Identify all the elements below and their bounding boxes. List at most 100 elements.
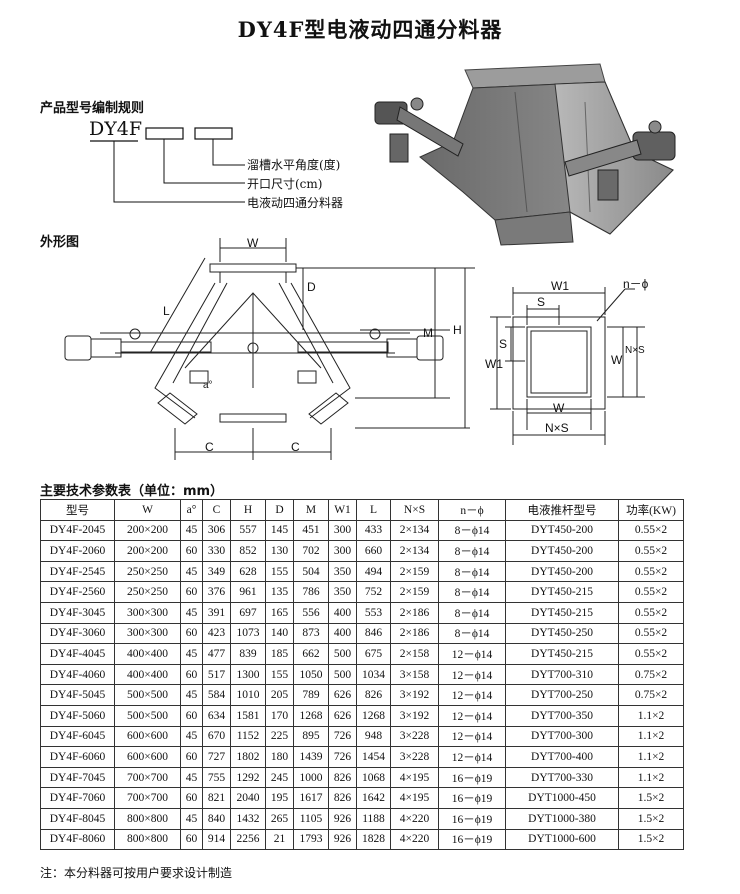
column-header: 功率(KW) xyxy=(618,499,684,521)
column-header: M xyxy=(293,499,329,521)
table-cell: 45 xyxy=(180,684,203,706)
table-cell: DY4F-7045 xyxy=(40,766,115,789)
table-cell: 185 xyxy=(265,643,294,665)
table-cell: 205 xyxy=(265,684,294,706)
table-cell: 16－ϕ19 xyxy=(438,807,506,830)
table-cell: 914 xyxy=(202,828,231,851)
table-cell: 1.5×2 xyxy=(618,787,684,809)
table-cell: 500×500 xyxy=(114,684,181,706)
table-cell: 8－ϕ14 xyxy=(438,581,506,603)
table-cell: 300 xyxy=(328,540,357,562)
rule-label-size: 开口尺寸(cm) xyxy=(247,177,323,191)
table-cell: 433 xyxy=(356,519,391,542)
table-cell: DY4F-6060 xyxy=(40,746,115,768)
dim-angle: a° xyxy=(203,380,213,391)
table-cell: 135 xyxy=(265,581,294,603)
table-cell: 4×220 xyxy=(390,807,439,830)
table-cell: 0.55×2 xyxy=(618,540,684,562)
plan-w-right: W xyxy=(611,353,623,367)
table-cell: DYT1000-450 xyxy=(505,787,619,809)
dim-w: W xyxy=(247,236,259,250)
table-cell: DY4F-8060 xyxy=(40,828,115,851)
table-cell: 391 xyxy=(202,601,231,624)
table-cell: 0.55×2 xyxy=(618,643,684,665)
product-photo xyxy=(374,63,676,246)
table-cell: 225 xyxy=(265,725,294,748)
table-cell: 8－ϕ14 xyxy=(438,560,506,583)
table-cell: 12－ϕ14 xyxy=(438,746,506,768)
table-cell: 2040 xyxy=(230,787,266,809)
table-cell: 170 xyxy=(265,704,294,727)
table-cell: DYT1000-600 xyxy=(505,828,619,851)
table-cell: 700×700 xyxy=(114,766,181,789)
table-cell: 477 xyxy=(202,643,231,665)
table-cell: DYT700-400 xyxy=(505,746,619,768)
table-cell: 3×192 xyxy=(390,684,439,706)
table-cell: 2×134 xyxy=(390,540,439,562)
outline-plan-lines xyxy=(490,287,645,445)
table-cell: DY4F-7060 xyxy=(40,787,115,809)
table-cell: 1642 xyxy=(356,787,391,809)
table-cell: 180 xyxy=(265,746,294,768)
table-cell: 852 xyxy=(230,540,266,562)
table-cell: 306 xyxy=(202,519,231,542)
column-header: n－ϕ xyxy=(438,499,506,521)
table-cell: 350 xyxy=(328,560,357,583)
table-cell: 376 xyxy=(202,581,231,603)
table-cell: 2×158 xyxy=(390,643,439,665)
table-cell: 12－ϕ14 xyxy=(438,704,506,727)
table-cell: 726 xyxy=(328,725,357,748)
table-cell: 16－ϕ19 xyxy=(438,787,506,809)
table-cell: DY4F-2045 xyxy=(40,519,115,542)
rule-label-angle: 溜槽水平角度(度) xyxy=(247,158,341,172)
table-cell: 926 xyxy=(328,828,357,851)
table-cell: 3×228 xyxy=(390,746,439,768)
table-cell: 250×250 xyxy=(114,581,181,603)
table-cell: 4×220 xyxy=(390,828,439,851)
table-cell: 165 xyxy=(265,601,294,624)
table-cell: 494 xyxy=(356,560,391,583)
rule-label-name: 电液动四通分料器 xyxy=(247,196,344,210)
table-cell: DY4F-6045 xyxy=(40,725,115,748)
code-rule-heading: 产品型号编制规则 xyxy=(40,101,145,116)
table-cell: 584 xyxy=(202,684,231,706)
plan-nxs-bottom: N×S xyxy=(545,421,569,435)
table-cell: 600×600 xyxy=(114,746,181,768)
table-cell: 45 xyxy=(180,560,203,583)
model-code-rule: DY4F 溜槽水平角度(度) 开口尺寸(cm) 电液动四通分料器 xyxy=(40,118,370,218)
table-cell: 300×300 xyxy=(114,622,181,645)
table-cell: DYT450-215 xyxy=(505,643,619,665)
table-cell: 400 xyxy=(328,622,357,645)
table-cell: 826 xyxy=(356,684,391,706)
table-cell: 873 xyxy=(293,622,329,645)
outline-heading: 外形图 xyxy=(40,235,80,250)
table-cell: 500×500 xyxy=(114,704,181,727)
table-cell: 702 xyxy=(293,540,329,562)
table-cell: 846 xyxy=(356,622,391,645)
table-cell: 2×159 xyxy=(390,560,439,583)
table-cell: 45 xyxy=(180,807,203,830)
table-cell: 2256 xyxy=(230,828,266,851)
table-cell: 155 xyxy=(265,663,294,686)
table-cell: 2×134 xyxy=(390,519,439,542)
table-cell: 1.1×2 xyxy=(618,766,684,789)
dim-c-left: C xyxy=(205,440,214,454)
column-header: W1 xyxy=(328,499,357,521)
table-cell: 250×250 xyxy=(114,560,181,583)
column-header: N×S xyxy=(390,499,439,521)
table-cell: 60 xyxy=(180,540,203,562)
table-cell: DYT700-250 xyxy=(505,684,619,706)
column-header: a° xyxy=(180,499,203,521)
table-cell: 1034 xyxy=(356,663,391,686)
table-cell: DYT700-350 xyxy=(505,704,619,727)
table-cell: 826 xyxy=(328,787,357,809)
code-rule-lines xyxy=(90,127,245,203)
table-heading: 主要技术参数表（单位：mm） xyxy=(40,484,224,499)
column-header: W xyxy=(114,499,181,521)
table-cell: 1.5×2 xyxy=(618,828,684,851)
table-cell: 350 xyxy=(328,581,357,603)
